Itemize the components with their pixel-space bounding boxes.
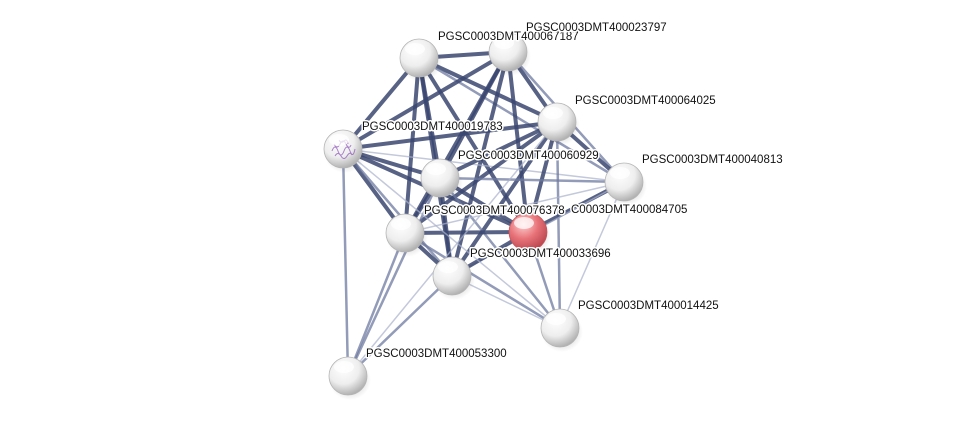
edge-n60929-n14425[interactable]: [438, 176, 562, 330]
edge-n23797-n19783[interactable]: [341, 50, 510, 151]
nodes-layer: [323, 32, 647, 400]
edge-n64025-n76378[interactable]: [403, 120, 559, 235]
node-highlight: [391, 218, 411, 230]
node-label-halo: PGSC0003DMT400060929: [458, 150, 599, 162]
node-label: PGSC0003DMT400076378: [424, 205, 565, 217]
node-highlight: [514, 217, 534, 229]
node-label: PGSC0003DMT400019783: [362, 121, 503, 133]
edge-n40813-n14425[interactable]: [559, 181, 625, 329]
node-label: PGSC0003DMT400023797: [526, 22, 667, 34]
node-label-halo: PGSC0003DMT400040813: [642, 154, 783, 166]
node-label: C0003DMT400084705: [571, 204, 687, 216]
edge-n67187-n76378[interactable]: [403, 56, 421, 235]
edge-n33696-n53300[interactable]: [346, 274, 454, 378]
node-label-halo: PGSC0003DMT400067187: [438, 31, 579, 43]
node-label: PGSC0003DMT400064025: [575, 95, 716, 107]
edge-n64025-n60929[interactable]: [438, 120, 559, 180]
edge-n64025-n53300[interactable]: [347, 121, 558, 377]
edge-n64025-n14425[interactable]: [555, 120, 562, 330]
edge-n76378-n14425[interactable]: [403, 231, 562, 330]
edge-n19783-n64025[interactable]: [341, 120, 559, 151]
node-highlight: [543, 107, 563, 119]
node-n23797[interactable]: [488, 32, 531, 76]
node-highlight: [334, 361, 354, 373]
node-n19783[interactable]: [323, 129, 366, 173]
node-label-halo: PGSC0003DMT400076378: [424, 205, 565, 217]
edge-n19783-n53300[interactable]: [341, 147, 350, 378]
edge-n60929-n40813[interactable]: [438, 176, 626, 184]
edge-n76378-n53300[interactable]: [346, 231, 407, 378]
node-label-halo: PGSC0003DMT400064025: [575, 95, 716, 107]
node-n53300[interactable]: [328, 356, 371, 400]
node-label: PGSC0003DMT400033696: [470, 248, 611, 260]
node-highlight: [329, 134, 349, 146]
edge-n60929-n53300[interactable]: [346, 176, 442, 378]
node-label-halo: PGSC0003DMT400019783: [362, 121, 503, 133]
node-n76378[interactable]: [385, 213, 428, 257]
edge-n19783-n40813[interactable]: [342, 148, 625, 183]
node-highlight: [610, 167, 630, 179]
node-n60929[interactable]: [420, 158, 463, 202]
node-label-halo: PGSC0003DMT400014425: [578, 300, 719, 312]
node-label-halo: PGSC0003DMT400053300: [366, 348, 507, 360]
edge-n19783-n33696[interactable]: [341, 147, 454, 278]
node-n67187[interactable]: [399, 38, 442, 82]
node-n64025[interactable]: [537, 102, 580, 146]
node-n40813[interactable]: [604, 162, 647, 206]
node-label: PGSC0003DMT400053300: [366, 348, 507, 360]
node-label: PGSC0003DMT400040813: [642, 154, 783, 166]
labels-layer: PGSC0003DMT400067187PGSC0003DMT400067187…: [361, 21, 785, 362]
node-n33696[interactable]: [432, 256, 475, 300]
node-label-halo: C0003DMT400084705: [571, 204, 687, 216]
node-label-halo: PGSC0003DMT400033696: [470, 248, 611, 260]
node-highlight: [405, 43, 425, 55]
node-n84705[interactable]: [508, 212, 551, 256]
node-highlight: [438, 261, 458, 273]
edge-n67187-n84705[interactable]: [417, 56, 530, 234]
node-label: PGSC0003DMT400060929: [458, 150, 599, 162]
node-n14425[interactable]: [540, 308, 583, 352]
edge-n67187-n40813[interactable]: [417, 56, 626, 184]
node-highlight: [426, 163, 446, 175]
node-label: PGSC0003DMT400014425: [578, 300, 719, 312]
node-highlight: [494, 37, 514, 49]
edge-n40813-n76378[interactable]: [404, 181, 625, 234]
node-label-halo: PGSC0003DMT400023797: [526, 22, 667, 34]
edge-n64025-n33696[interactable]: [450, 120, 559, 278]
node-highlight: [546, 313, 566, 325]
edge-n19783-n14425[interactable]: [342, 148, 561, 329]
node-label: PGSC0003DMT400067187: [438, 31, 579, 43]
